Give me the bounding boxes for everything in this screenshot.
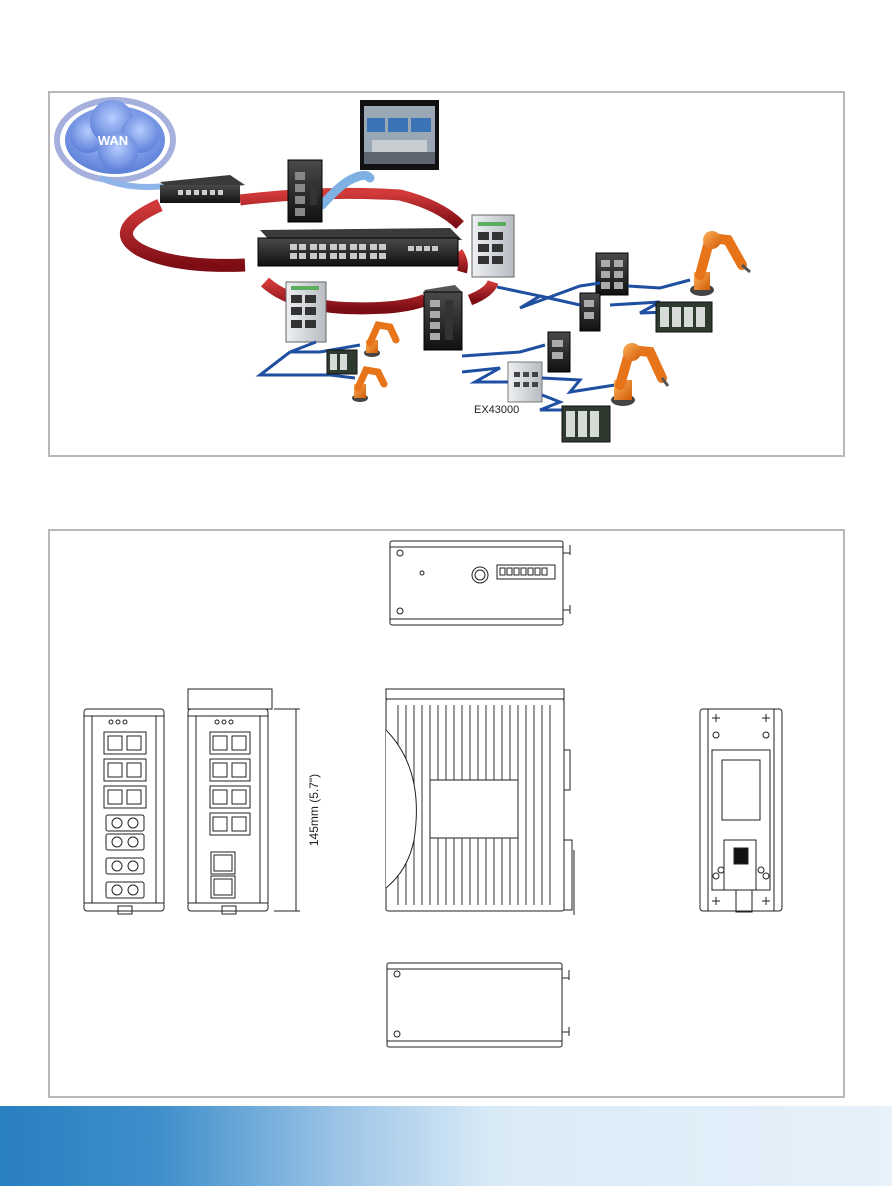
robot-arm-icon bbox=[364, 321, 400, 357]
ring-lower-right bbox=[467, 279, 499, 306]
wan-link bbox=[98, 175, 166, 190]
control-room-link bbox=[317, 170, 375, 210]
rack-switch-icon bbox=[257, 228, 462, 267]
din-switch-far-right-icon bbox=[595, 252, 629, 296]
front-view-copper-drawing bbox=[187, 688, 300, 915]
height-dimension-label: 145mm (5.7") bbox=[307, 774, 321, 846]
control-room-image bbox=[360, 100, 439, 170]
din-switch-small-2-icon bbox=[547, 331, 571, 373]
footer-band bbox=[0, 1106, 892, 1186]
side-view-drawing bbox=[385, 688, 575, 915]
din-switch-top-icon bbox=[287, 159, 323, 223]
robot-arm-icon bbox=[352, 366, 388, 402]
io-module-left-icon bbox=[326, 349, 358, 375]
robot-arm-icon bbox=[611, 343, 670, 406]
wan-cloud-icon bbox=[54, 97, 176, 183]
dimensions-panel bbox=[48, 529, 845, 1098]
ex43000-switch-icon bbox=[507, 361, 543, 403]
io-module-right-icon bbox=[655, 301, 713, 333]
model-label: EX43000 bbox=[474, 404, 519, 416]
desktop-switch-icon bbox=[160, 175, 245, 203]
network-topology-panel bbox=[48, 91, 845, 457]
bottom-view-drawing bbox=[386, 962, 570, 1048]
ring-right-stub bbox=[453, 249, 468, 274]
io-module-bottom-icon bbox=[561, 405, 611, 443]
din-switch-small-1-icon bbox=[579, 292, 601, 332]
din-switch-middle-icon bbox=[423, 285, 463, 351]
wan-label: WAN bbox=[98, 133, 128, 148]
rear-view-drawing bbox=[699, 708, 783, 913]
robot-arm-icon bbox=[690, 231, 751, 296]
ring-upper-right bbox=[239, 187, 464, 230]
din-switch-left-icon bbox=[285, 281, 327, 343]
top-view-drawing bbox=[389, 540, 571, 626]
ring-lower bbox=[260, 277, 428, 315]
front-view-fiber-drawing bbox=[83, 708, 165, 915]
din-switch-right-icon bbox=[471, 214, 515, 278]
field-links bbox=[255, 278, 691, 412]
ring-upper-left bbox=[119, 199, 246, 272]
